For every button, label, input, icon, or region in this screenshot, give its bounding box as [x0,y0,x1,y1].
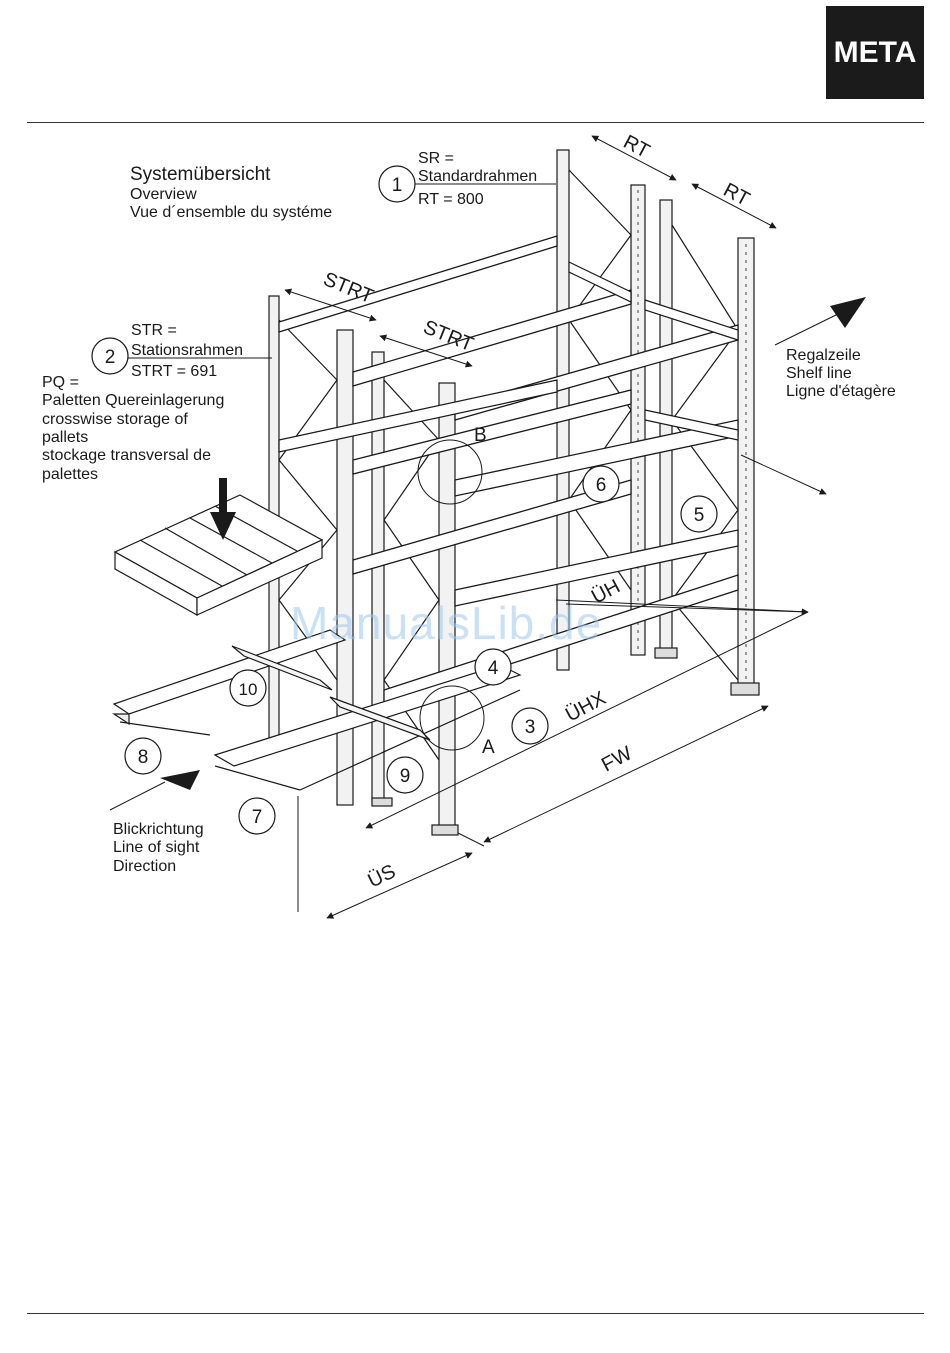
svg-text:RT = 800: RT = 800 [418,191,484,208]
meta-logo: META [826,6,924,99]
svg-text:stockage transversal de: stockage transversal de [42,447,211,464]
svg-text:Direction: Direction [113,858,176,875]
part-4: 4 [474,648,512,686]
pallet-pq [113,494,324,617]
callout-1: 1 [378,165,556,203]
svg-text:Standardrahmen: Standardrahmen [418,168,537,185]
svg-text:PQ =: PQ = [42,374,79,391]
sight-text: Blickrichtung Line of sight Direction [113,821,204,875]
svg-text:Ligne d'étagère: Ligne d'étagère [786,383,896,400]
svg-text:Paletten Quereinlagerung: Paletten Quereinlagerung [42,392,224,409]
overview-fr: Vue d´ensemble du systéme [130,204,332,221]
dim-fw: FW [598,742,636,776]
svg-text:STRT = 691: STRT = 691 [131,363,217,380]
detail-circle-b [417,439,483,505]
svg-text:7: 7 [252,807,263,828]
overview-title: Systemübersicht [130,164,271,185]
pq-text: PQ = Paletten Quereinlagerung crosswise … [42,374,224,483]
callout-1-number: 1 [392,175,403,196]
svg-text:Stationsrahmen: Stationsrahmen [131,342,243,359]
svg-text:9: 9 [400,766,411,787]
svg-text:10: 10 [239,680,258,699]
dim-rt-2: RT [720,179,754,211]
part-5: 5 [680,495,718,533]
watermark: ManualsLib.de [290,597,603,649]
part-numbers: 3 4 5 6 7 8 9 10 [124,465,718,835]
part-10: 10 [229,669,267,707]
line-of-sight-arrow-icon [160,770,200,790]
overview-heading: Systemübersicht Overview Vue d´ensemble … [130,164,332,221]
svg-text:pallets: pallets [42,429,88,446]
pallet-down-arrow [210,512,236,540]
part-9: 9 [386,756,424,794]
part-7: 7 [238,797,276,835]
svg-text:5: 5 [694,505,705,526]
dim-rt-1: RT [620,131,654,163]
svg-text:Blickrichtung: Blickrichtung [113,821,204,838]
detail-a-label: A [482,737,495,758]
part-6: 6 [582,465,620,503]
part-3: 3 [511,707,549,745]
dimension-lines [284,135,827,919]
shelf-line-arrow-icon [830,297,866,328]
svg-text:crosswise storage of: crosswise storage of [42,411,188,428]
svg-text:SR =: SR = [418,150,454,167]
callout-2-text: STR = Stationsrahmen STRT = 691 [131,322,243,380]
rack-frames [112,149,760,836]
svg-text:palettes: palettes [42,466,98,483]
svg-text:Regalzeile: Regalzeile [786,347,861,364]
footer-rule [27,1313,924,1314]
header-rule [27,122,924,123]
callout-1-text: SR = Standardrahmen RT = 800 [418,150,537,208]
svg-text:Shelf line: Shelf line [786,365,852,382]
svg-text:6: 6 [596,475,607,496]
overview-en: Overview [130,186,197,203]
svg-text:4: 4 [488,658,499,679]
part-8: 8 [124,737,162,775]
svg-text:STR =: STR = [131,322,177,339]
detail-b-label: B [474,425,487,446]
svg-text:3: 3 [525,717,536,738]
callout-2: 2 [91,337,272,375]
svg-text:8: 8 [138,747,149,768]
svg-text:Line of sight: Line of sight [113,839,200,856]
callout-2-number: 2 [105,347,116,368]
shelf-line-text: Regalzeile Shelf line Ligne d'étagère [786,347,896,400]
